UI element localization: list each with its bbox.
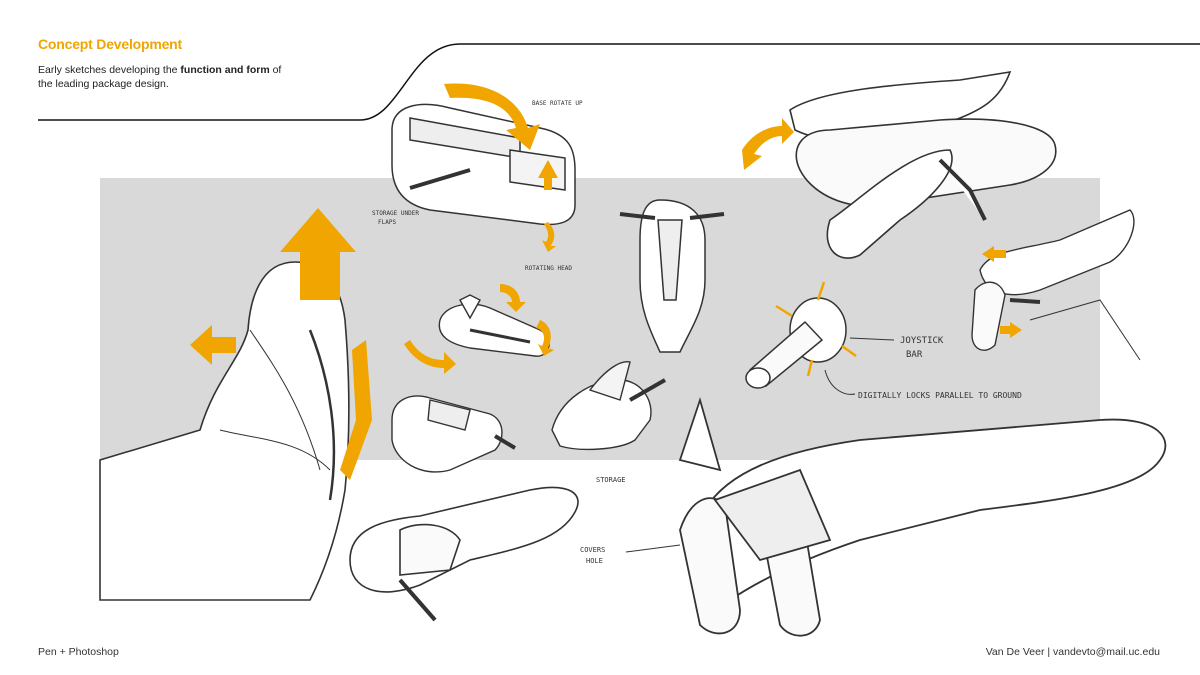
right-arrow-bottom — [1000, 322, 1022, 338]
joystick-sketch — [745, 297, 847, 389]
note-locks-leader — [824, 369, 856, 395]
clip-device-sketch — [438, 294, 550, 357]
clip-arrow-right — [536, 320, 554, 356]
box-rotate-arrow — [444, 83, 540, 150]
side-arc-arrow — [340, 340, 372, 480]
intro-bold: function and form — [180, 64, 270, 76]
clip-arrow-top — [500, 284, 526, 312]
right-device-sketch — [971, 209, 1141, 361]
intro-part1: Early sketches developing the — [38, 64, 181, 76]
rotate-up-arrow — [280, 208, 356, 300]
top-view-sketch — [619, 199, 725, 353]
note-covers-leader — [625, 544, 681, 553]
bottom-left-device-sketch — [349, 486, 579, 622]
note-base-rotate: BASE ROTATE UP — [532, 100, 583, 107]
note-hole: HOLE — [586, 557, 603, 565]
footer-medium: Pen + Photoshop — [38, 646, 119, 658]
note-storage: STORAGE — [596, 476, 626, 484]
joystick-arrows — [775, 281, 857, 377]
right-arrow-top — [982, 246, 1006, 262]
top-right-arrow — [742, 118, 794, 170]
intro-text: Early sketches developing the function a… — [38, 63, 288, 91]
header-rule — [38, 43, 1200, 121]
bottom-large-device-sketch — [678, 396, 1167, 637]
note-covers: COVERS — [580, 546, 605, 554]
note-flaps: FLAPS — [378, 219, 396, 226]
box-up-arrow — [538, 160, 558, 190]
note-locks-parallel: DIGITALLY LOCKS PARALLEL TO GROUND — [858, 391, 1022, 400]
left-arrow — [190, 325, 236, 365]
footer-author: Van De Veer | vandevto@mail.uc.edu — [985, 646, 1160, 658]
note-rotating-head: ROTATING HEAD — [525, 265, 572, 272]
box-turn-arrow — [542, 222, 556, 252]
side-device-sketch — [391, 395, 517, 473]
note-bar: BAR — [906, 350, 923, 360]
note-joystick: JOYSTICK — [900, 336, 944, 346]
top-right-device-sketch — [789, 70, 1057, 259]
intro-part2: of the leading package design. — [38, 64, 282, 90]
fin-device-sketch — [551, 361, 666, 451]
clip-arrow-left — [404, 340, 456, 374]
page-title: Concept Development — [38, 36, 182, 52]
note-joystick-leader — [849, 337, 895, 341]
note-storage-under: STORAGE UNDER — [372, 210, 419, 217]
